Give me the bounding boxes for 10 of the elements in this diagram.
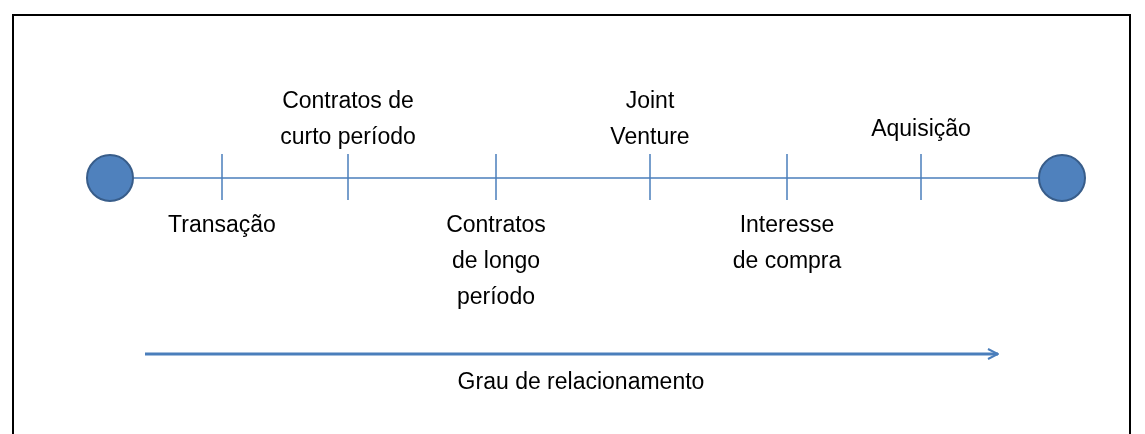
tick-label: Aquisição (870, 114, 972, 143)
circle-node (86, 154, 134, 202)
tick-label: Contratos de longo período (445, 210, 547, 311)
axis-label: Grau de relacionamento (456, 367, 706, 396)
timeline-line (133, 177, 1039, 179)
circle-node (1038, 154, 1086, 202)
tick-label: Joint Venture (609, 86, 691, 151)
tick-label: Transação (167, 210, 277, 239)
tick-label: Interesse de compra (731, 210, 843, 275)
tick-label: Contratos de curto período (279, 86, 417, 151)
